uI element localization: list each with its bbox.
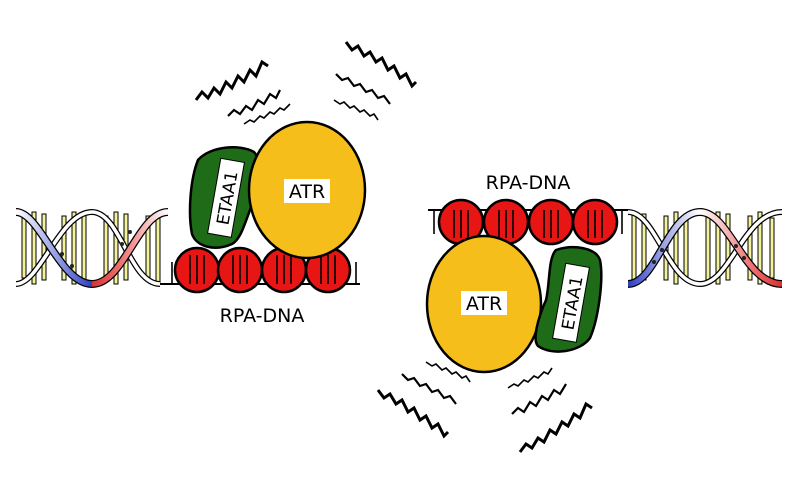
activity-zigzags-right (376, 361, 593, 453)
atr-label-right: ATR (466, 293, 502, 315)
rpa-dna-label-left: RPA-DNA (220, 305, 305, 327)
rpa-circle (571, 198, 619, 246)
activity-zigzags-left (194, 41, 418, 125)
right-complex: RPA-DNA (376, 170, 783, 453)
rpa-circle (173, 246, 221, 294)
rpa-proteins-left (173, 246, 352, 294)
left-complex: ETAA1 ATR RPA-DNA (15, 41, 418, 327)
rpa-proteins-right (437, 198, 619, 246)
rpa-circle (260, 246, 308, 294)
atr-label-left: ATR (289, 181, 325, 203)
rpa-circle (216, 246, 264, 294)
rpa-circle (304, 246, 352, 294)
dna-helix-left (15, 208, 169, 288)
dna-helix-right (627, 208, 783, 288)
rpa-dna-label-right: RPA-DNA (486, 172, 571, 194)
rpa-circle (527, 198, 575, 246)
